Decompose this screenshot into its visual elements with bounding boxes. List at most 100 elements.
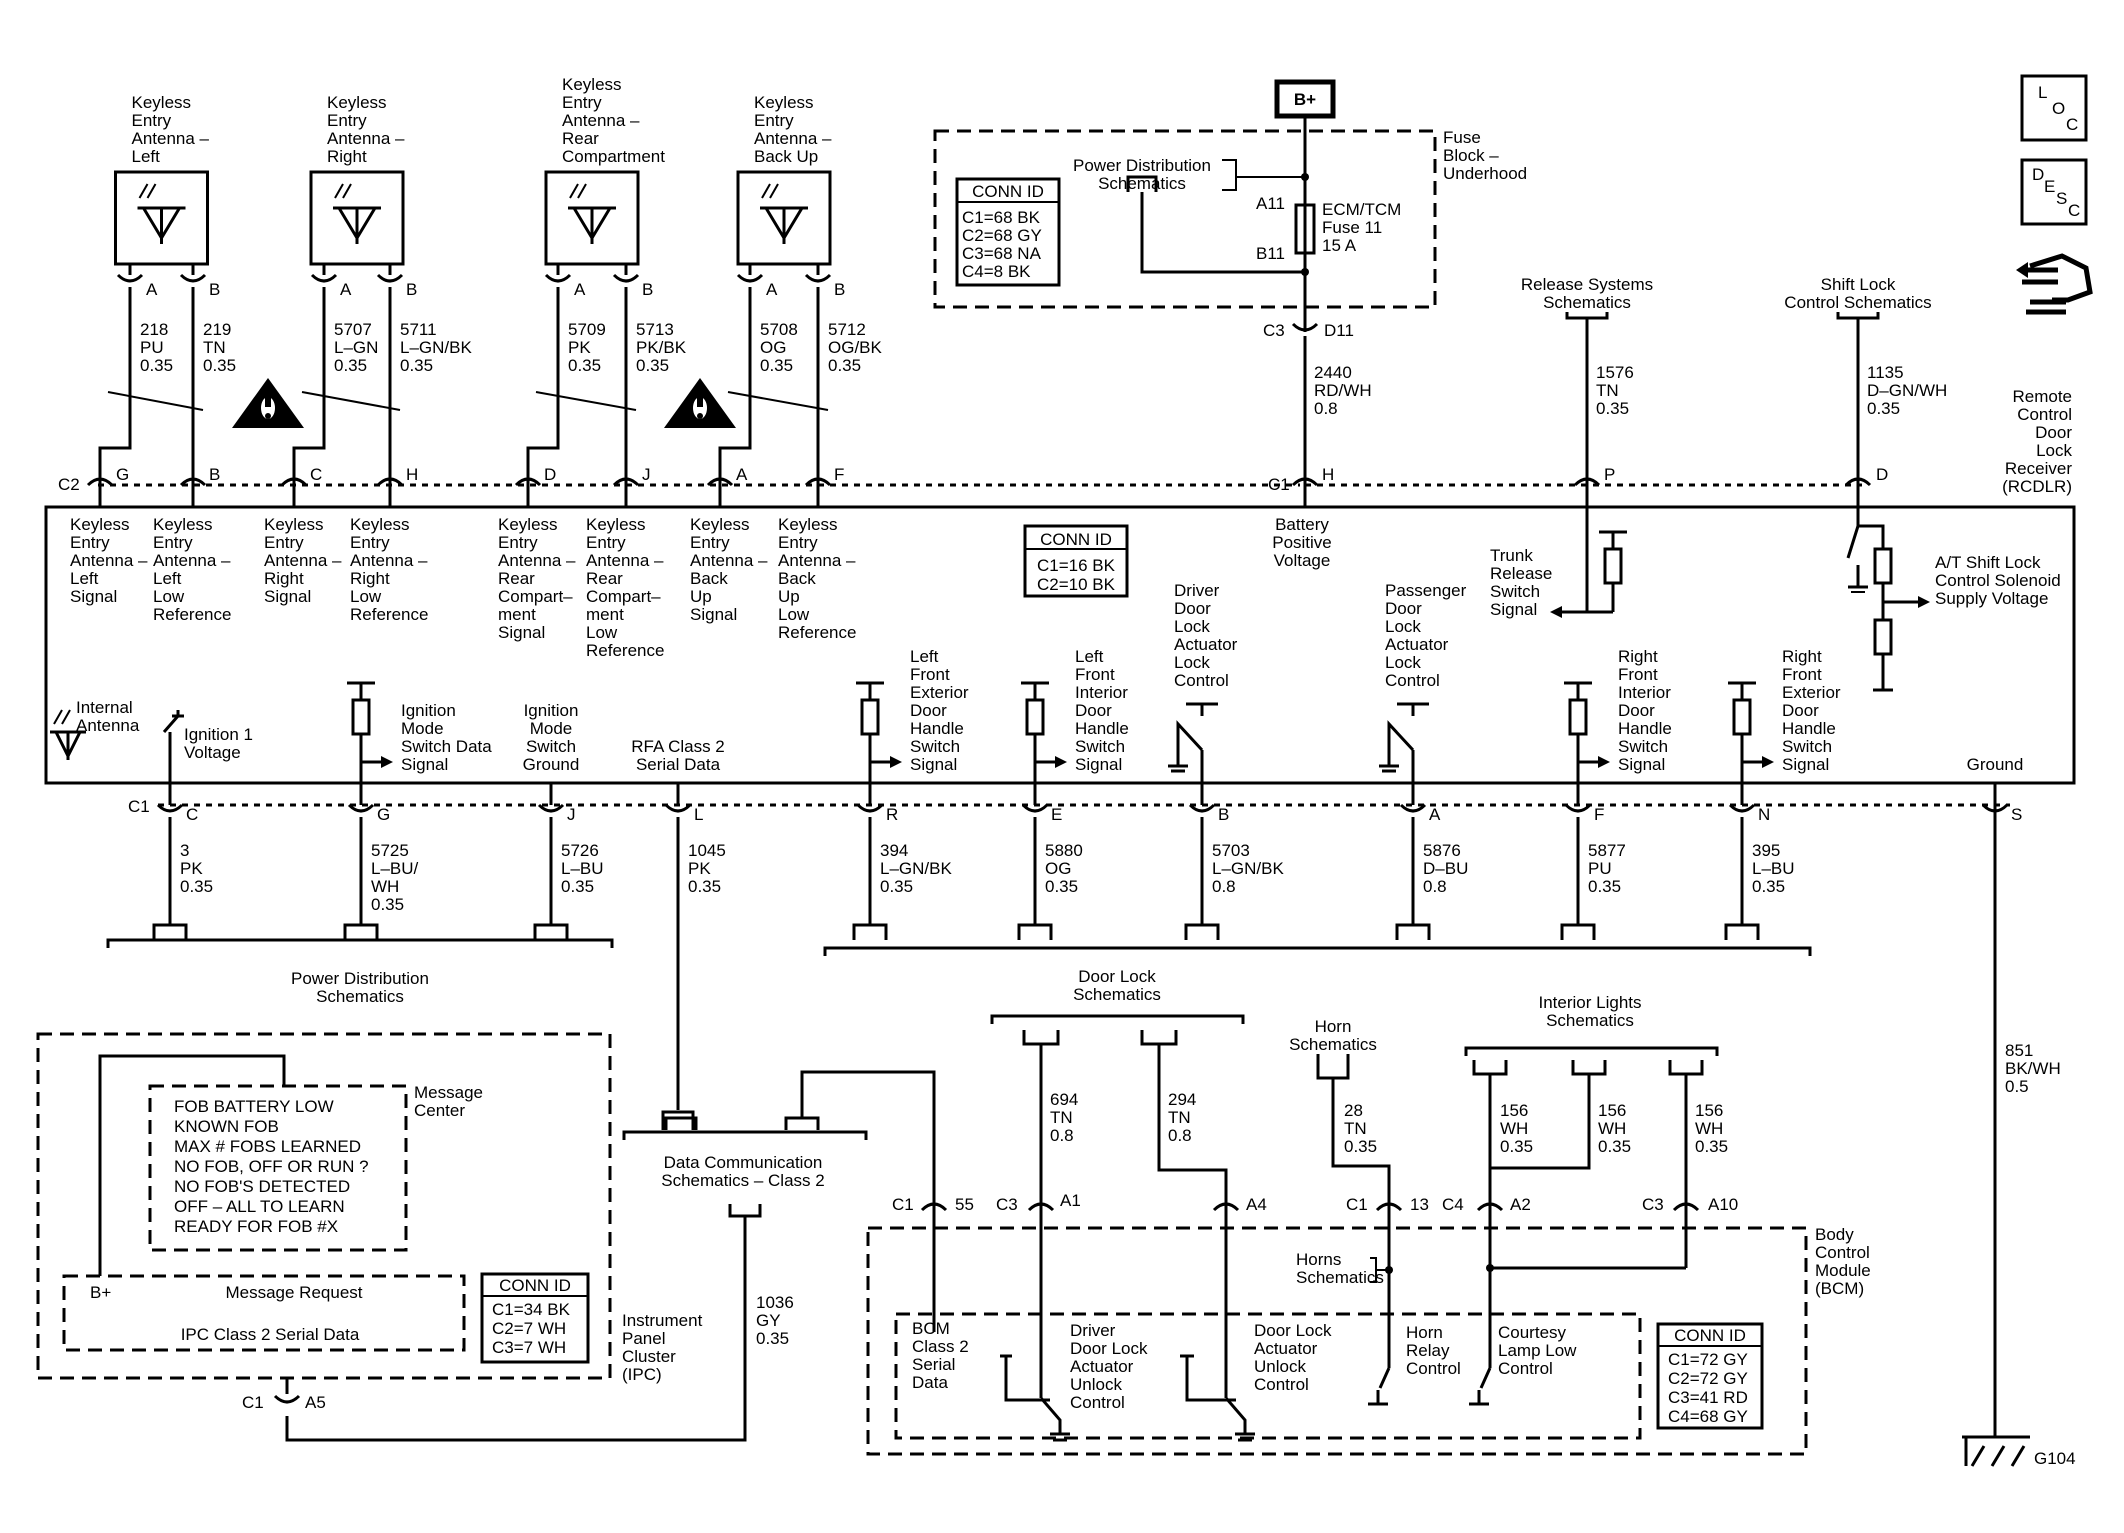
label-text: Antenna –	[498, 551, 576, 570]
label-text: Antenna –	[754, 129, 832, 148]
label-text: Signal	[910, 755, 957, 774]
label-text: 0.35	[203, 356, 236, 375]
label-text: Switch	[1075, 737, 1125, 756]
label-text: L–GN	[334, 338, 378, 357]
label-text: Keyless	[754, 93, 814, 112]
label-text: Interior	[1075, 683, 1128, 702]
label-text: Compartment	[562, 147, 665, 166]
label-text: 5711	[400, 320, 437, 339]
svg-text:S: S	[2056, 189, 2067, 208]
label-text: L–BU	[561, 859, 604, 878]
label-text: Ignition 1	[184, 725, 253, 744]
antenna-icon	[568, 206, 616, 244]
svg-text:C3=41 RD: C3=41 RD	[1668, 1388, 1748, 1407]
svg-text:D: D	[1876, 465, 1888, 484]
svg-text:Schematics: Schematics	[1546, 1011, 1634, 1030]
label-text: Back	[778, 569, 816, 588]
label-text: Entry	[690, 533, 730, 552]
svg-text:Message Request: Message Request	[225, 1283, 362, 1302]
label-text: ment	[498, 605, 536, 624]
svg-text:Driver: Driver	[1070, 1321, 1116, 1340]
label-text: 0.35	[1588, 877, 1621, 896]
label-text: F	[834, 465, 844, 484]
svg-text:OFF – ALL TO LEARN: OFF – ALL TO LEARN	[174, 1197, 345, 1216]
label-text: Handle	[1075, 719, 1129, 738]
svg-text:CONN ID: CONN ID	[972, 182, 1044, 201]
svg-text:A11: A11	[1256, 194, 1285, 213]
svg-text:O: O	[2052, 99, 2065, 118]
svg-text:2440: 2440	[1314, 363, 1352, 382]
warning-icon	[664, 378, 736, 428]
label-text: Voltage	[184, 743, 241, 762]
label-text: Actuator	[1174, 635, 1238, 654]
svg-text:B+: B+	[90, 1283, 111, 1302]
label-text: Receiver	[2005, 459, 2072, 478]
svg-text:D–GN/WH: D–GN/WH	[1867, 381, 1947, 400]
label-text: Compart–	[586, 587, 661, 606]
label-text: Door	[1174, 599, 1211, 618]
svg-text:Data: Data	[912, 1373, 948, 1392]
label-text: Left	[153, 569, 182, 588]
svg-text:C2=10 BK: C2=10 BK	[1037, 575, 1116, 594]
connector-pin: E5880OG0.35LeftFrontInteriorDoorHandleSw…	[1017, 647, 1129, 940]
label-text: 5703	[1212, 841, 1250, 860]
label-text: Up	[690, 587, 712, 606]
svg-text:C2=7 WH: C2=7 WH	[492, 1319, 566, 1338]
label-text: WH	[371, 877, 399, 896]
desc-icon[interactable]: D E S C	[2020, 158, 2088, 226]
label-text: Right	[1782, 647, 1822, 666]
label-text: L–BU	[1752, 859, 1795, 878]
svg-text:C4: C4	[1442, 1195, 1464, 1214]
label-text: 0.35	[371, 895, 404, 914]
label-text: Door	[910, 701, 947, 720]
label-text: Lock	[1174, 617, 1210, 636]
svg-text:Body: Body	[1815, 1225, 1854, 1244]
svg-text:NO FOB'S DETECTED: NO FOB'S DETECTED	[174, 1177, 350, 1196]
label-text: S	[2011, 805, 2022, 824]
label-text: Entry	[264, 533, 304, 552]
label-text: Entry	[498, 533, 538, 552]
svg-text:Block –: Block –	[1443, 146, 1499, 165]
label-text: D–BU	[1423, 859, 1468, 878]
connector-pin: R394L–GN/BK0.35LeftFrontExteriorDoorHand…	[852, 647, 969, 940]
label-text: Lock	[2036, 441, 2072, 460]
svg-text:Center: Center	[414, 1101, 465, 1120]
connector-pin: F5877PU0.35RightFrontInteriorDoorHandleS…	[1560, 647, 1672, 940]
label-text: L	[694, 805, 703, 824]
label-text: Antenna –	[562, 111, 640, 130]
label-text: G	[116, 465, 129, 484]
label-text: 5709	[568, 320, 606, 339]
svg-text:156: 156	[1500, 1101, 1528, 1120]
label-text: Handle	[910, 719, 964, 738]
label-text: R	[886, 805, 898, 824]
label-text: C	[310, 465, 322, 484]
label-text: B	[834, 280, 845, 299]
label-text: Keyless	[586, 515, 646, 534]
svg-text:E: E	[2044, 177, 2055, 196]
svg-text:TN: TN	[1596, 381, 1619, 400]
door-lock-schematics: Door Lock Schematics 694 TN 0.8 294 TN 0…	[990, 967, 1245, 1210]
connector-tool-icon[interactable]	[2016, 253, 2093, 315]
label-text: Right	[264, 569, 304, 588]
label-text: OG	[760, 338, 786, 357]
internal-antenna-icon: Internal Antenna	[50, 698, 140, 760]
svg-text:Schematics: Schematics	[1073, 985, 1161, 1004]
label-text: Keyless	[498, 515, 558, 534]
loc-icon[interactable]: L O C	[2020, 74, 2088, 142]
svg-text:G104: G104	[2034, 1449, 2076, 1468]
svg-text:Schematics: Schematics	[316, 987, 404, 1006]
label-text: 5725	[371, 841, 409, 860]
label-text: Reference	[586, 641, 664, 660]
rcdlr-module	[44, 505, 2076, 785]
label-text: 395	[1752, 841, 1780, 860]
svg-text:C1=16 BK: C1=16 BK	[1037, 556, 1116, 575]
interior-lights: Interior Lights Schematics 156 WH 0.35 1…	[1464, 993, 1728, 1210]
svg-text:0.35: 0.35	[1598, 1137, 1631, 1156]
fuse-block: Fuse Block – Underhood B+ A11 B11 ECM/TC…	[933, 79, 1527, 570]
label-text: 5877	[1588, 841, 1626, 860]
label-text: Left	[1075, 647, 1104, 666]
label-text: B	[642, 280, 653, 299]
label-text: A	[766, 280, 778, 299]
svg-text:A10: A10	[1708, 1195, 1738, 1214]
